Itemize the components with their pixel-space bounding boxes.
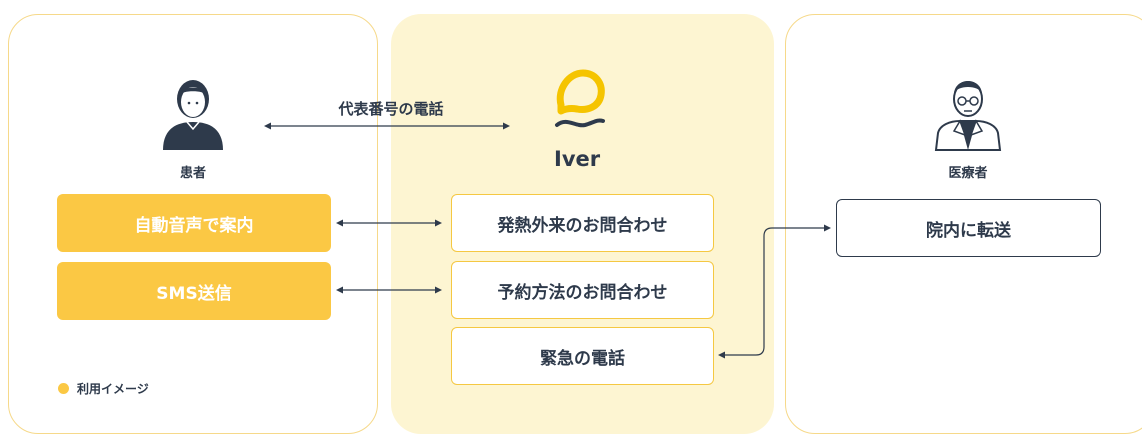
inquiry-fever-box: 発熱外来のお問合わせ bbox=[451, 194, 714, 252]
diagram-lines bbox=[163, 69, 1002, 359]
legend-dot-icon bbox=[58, 383, 69, 394]
auto-voice-guide-box: 自動音声で案内 bbox=[57, 194, 331, 252]
patient-icon bbox=[163, 80, 223, 150]
call-label: 代表番号の電話 bbox=[338, 100, 444, 118]
arrow-inquiry1-to-action1 bbox=[336, 219, 442, 227]
inquiry-reservation-box: 予約方法のお問合わせ bbox=[451, 261, 714, 319]
iver-brand-name: Iver bbox=[554, 147, 601, 171]
inquiry-urgent-box: 緊急の電話 bbox=[451, 327, 714, 385]
patient-label: 患者 bbox=[179, 166, 206, 181]
medical-label: 医療者 bbox=[948, 166, 988, 181]
sms-send-box: SMS送信 bbox=[57, 262, 331, 320]
iver-logo-icon bbox=[555, 69, 605, 128]
legend: 利用イメージ bbox=[58, 380, 149, 397]
arrow-urgent-to-transfer bbox=[718, 224, 831, 359]
arrow-inquiry2-to-action2 bbox=[336, 286, 442, 294]
legend-label: 利用イメージ bbox=[77, 382, 149, 396]
hospital-transfer-box: 院内に転送 bbox=[836, 199, 1101, 257]
call-arrow bbox=[264, 122, 510, 130]
doctor-icon bbox=[934, 81, 1002, 151]
